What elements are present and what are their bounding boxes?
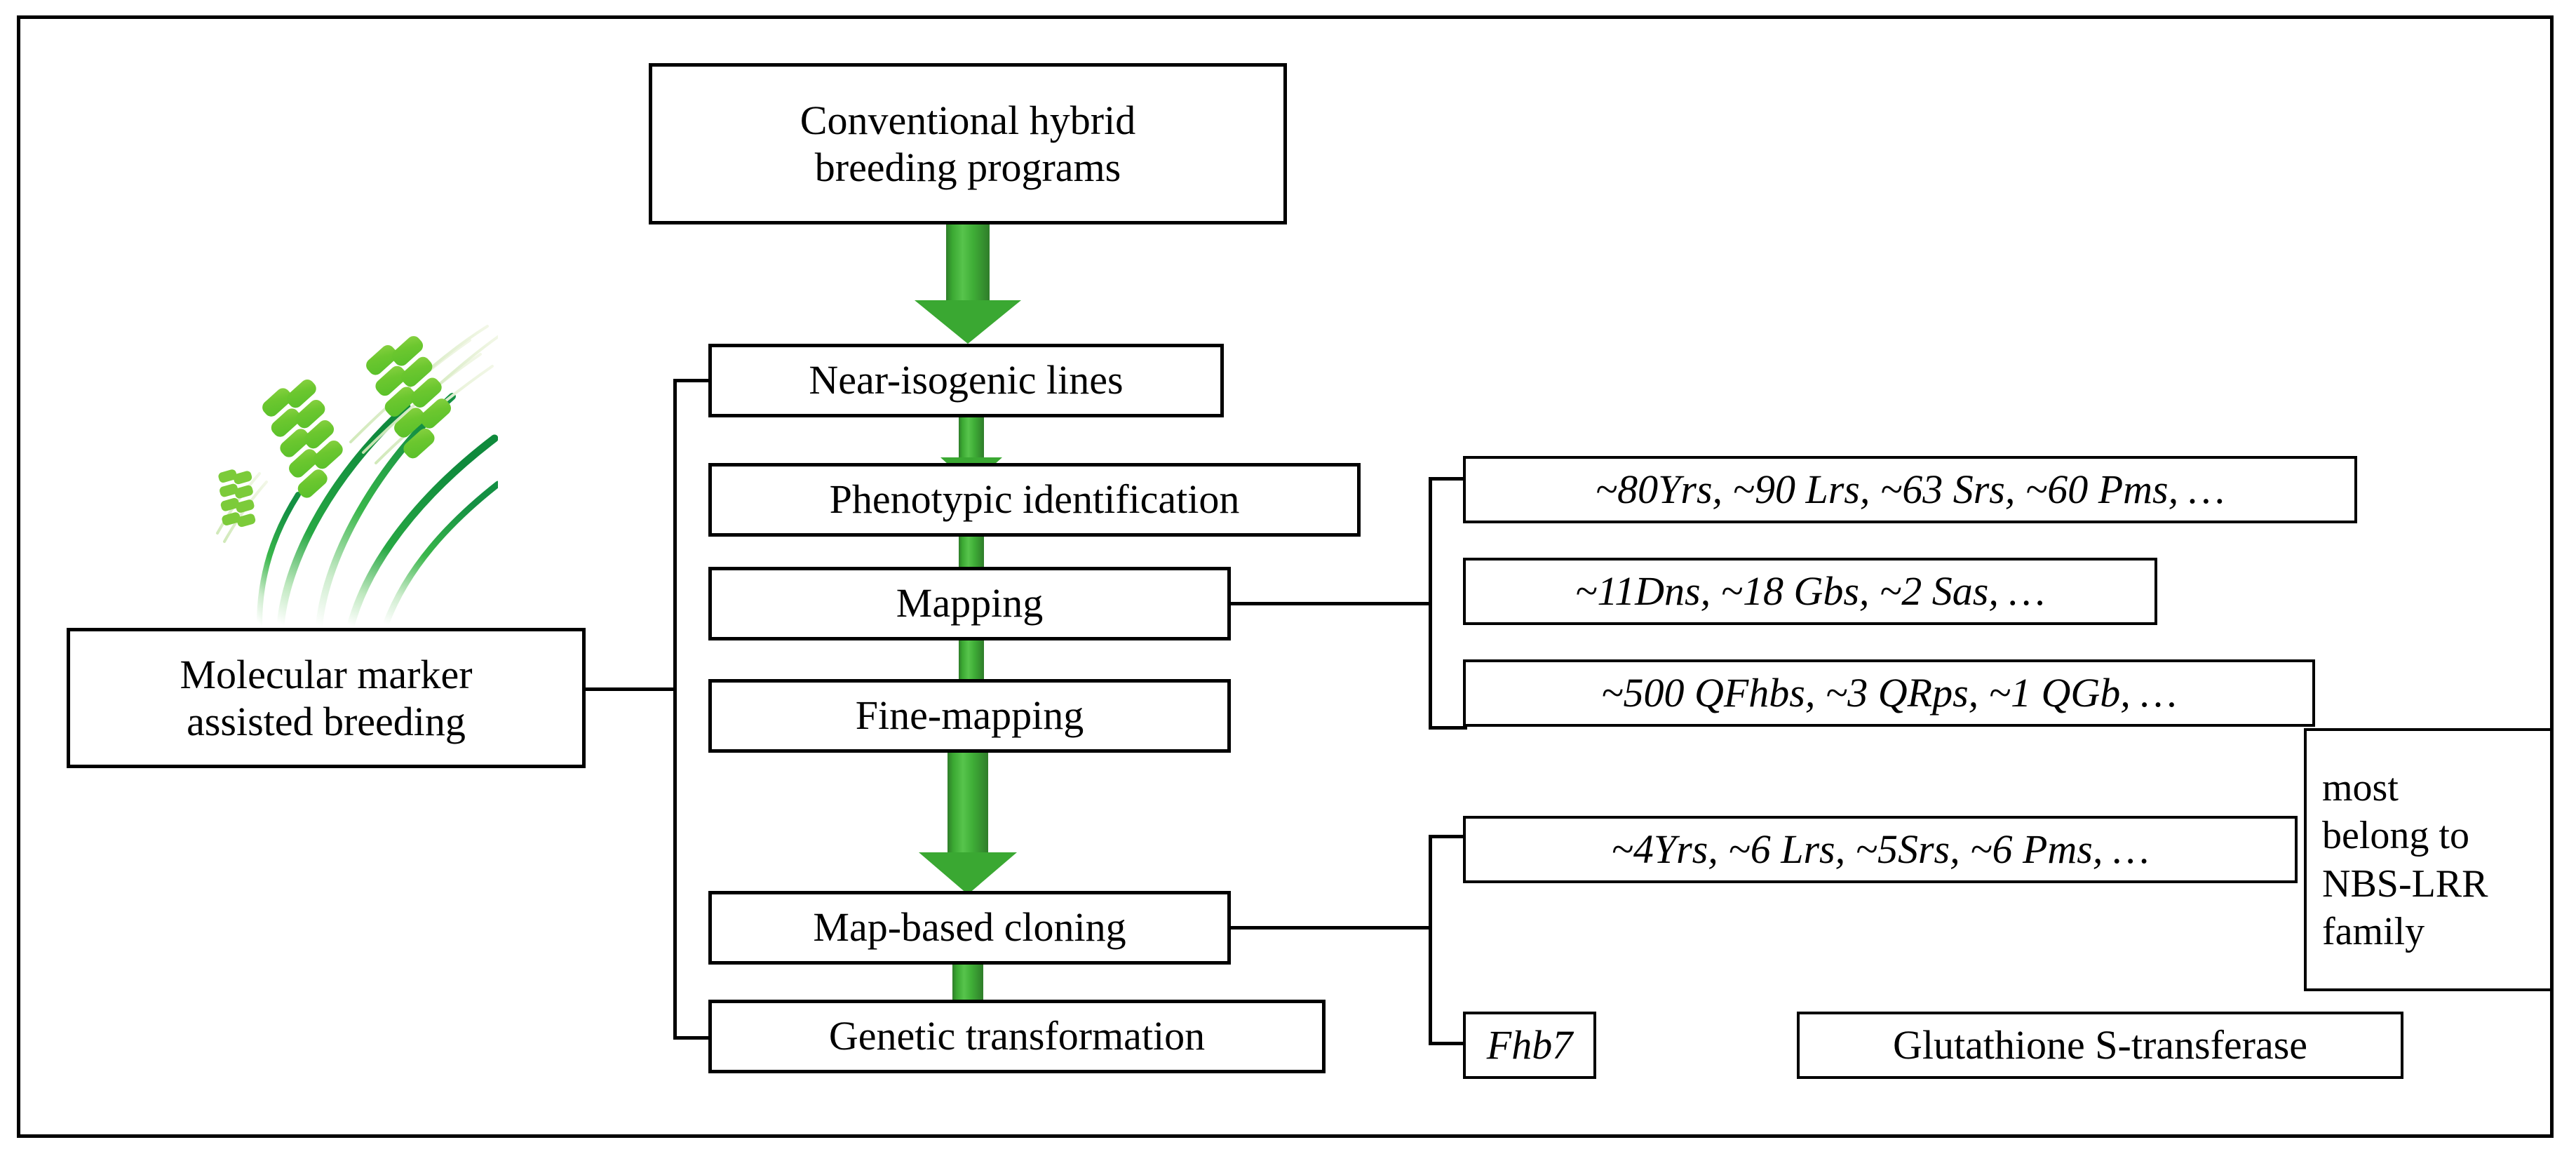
node-fine-mapping[interactable]: Fine-mapping bbox=[708, 679, 1231, 753]
arrow-conventional-to-nil bbox=[905, 224, 1031, 344]
annotation-qtls[interactable]: ~500 QFhbs, ~3 QRps, ~1 QGb, … bbox=[1463, 659, 2315, 727]
annotation-fhb7[interactable]: Fhb7 bbox=[1463, 1012, 1596, 1079]
node-conventional-line1: Conventional hybrid bbox=[800, 97, 1136, 143]
wheat-ears-icon bbox=[175, 323, 501, 631]
arrow-fine-mapping-to-cloning bbox=[912, 751, 1024, 894]
node-phenotypic-label: Phenotypic identification bbox=[829, 476, 1240, 523]
node-transformation-label: Genetic transformation bbox=[828, 1013, 1206, 1059]
annotation-nbs-lrr-line2: belong to bbox=[2322, 814, 2469, 858]
node-phenotypic-identification[interactable]: Phenotypic identification bbox=[708, 463, 1361, 537]
annotation-other-genes[interactable]: ~11Dns, ~18 Gbs, ~2 Sas, … bbox=[1463, 558, 2157, 625]
connector-cloning-to-bracket bbox=[1227, 926, 1432, 930]
annotation-nbs-lrr-line1: most bbox=[2322, 765, 2399, 810]
node-fine-mapping-label: Fine-mapping bbox=[855, 692, 1084, 739]
node-molecular-marker-assisted-breeding[interactable]: Molecular marker assisted breeding bbox=[67, 628, 586, 768]
node-conventional-hybrid-breeding[interactable]: Conventional hybrid breeding programs bbox=[649, 63, 1287, 224]
node-molecular-line1: Molecular marker bbox=[180, 651, 473, 697]
annotation-glutathione-s-transferase[interactable]: Glutathione S-transferase bbox=[1797, 1012, 2403, 1079]
annotation-fhb7-label: Fhb7 bbox=[1486, 1021, 1573, 1068]
node-nil-label: Near-isogenic lines bbox=[809, 357, 1124, 403]
annotation-cloned-genes[interactable]: ~4Yrs, ~6 Lrs, ~5Srs, ~6 Pms, … bbox=[1463, 816, 2298, 883]
bracket-mapping-branch bbox=[1429, 477, 1467, 730]
node-molecular-label: Molecular marker assisted breeding bbox=[180, 651, 472, 746]
node-map-based-cloning[interactable]: Map-based cloning bbox=[708, 891, 1231, 965]
annotation-other-genes-label: ~11Dns, ~18 Gbs, ~2 Sas, … bbox=[1575, 568, 2045, 614]
annotation-resistance-genes-label: ~80Yrs, ~90 Lrs, ~63 Srs, ~60 Pms, … bbox=[1595, 466, 2225, 512]
annotation-nbs-lrr-line4: family bbox=[2322, 909, 2425, 953]
annotation-gst-label: Glutathione S-transferase bbox=[1892, 1021, 2308, 1068]
node-conventional-line2: breeding programs bbox=[814, 145, 1121, 190]
bracket-cloning-branch bbox=[1429, 835, 1467, 1045]
annotation-nbs-lrr-label: most belong to NBS-LRR family bbox=[2322, 764, 2488, 955]
bracket-left-pipeline bbox=[673, 379, 712, 1040]
annotation-resistance-genes[interactable]: ~80Yrs, ~90 Lrs, ~63 Srs, ~60 Pms, … bbox=[1463, 456, 2357, 523]
node-genetic-transformation[interactable]: Genetic transformation bbox=[708, 1000, 1326, 1073]
node-conventional-label: Conventional hybrid breeding programs bbox=[800, 97, 1135, 192]
node-molecular-line2: assisted breeding bbox=[187, 699, 466, 744]
connector-molecular-to-bracket bbox=[586, 687, 677, 691]
connector-mapping-to-bracket bbox=[1227, 602, 1432, 605]
annotation-cloned-genes-label: ~4Yrs, ~6 Lrs, ~5Srs, ~6 Pms, … bbox=[1611, 826, 2150, 872]
annotation-nbs-lrr-line3: NBS-LRR bbox=[2322, 861, 2488, 906]
node-mapping[interactable]: Mapping bbox=[708, 567, 1231, 640]
annotation-qtls-label: ~500 QFhbs, ~3 QRps, ~1 QGb, … bbox=[1601, 669, 2177, 716]
node-mapping-label: Mapping bbox=[896, 580, 1044, 626]
node-cloning-label: Map-based cloning bbox=[813, 904, 1126, 951]
annotation-nbs-lrr-family[interactable]: most belong to NBS-LRR family bbox=[2304, 728, 2553, 991]
node-near-isogenic-lines[interactable]: Near-isogenic lines bbox=[708, 344, 1224, 417]
